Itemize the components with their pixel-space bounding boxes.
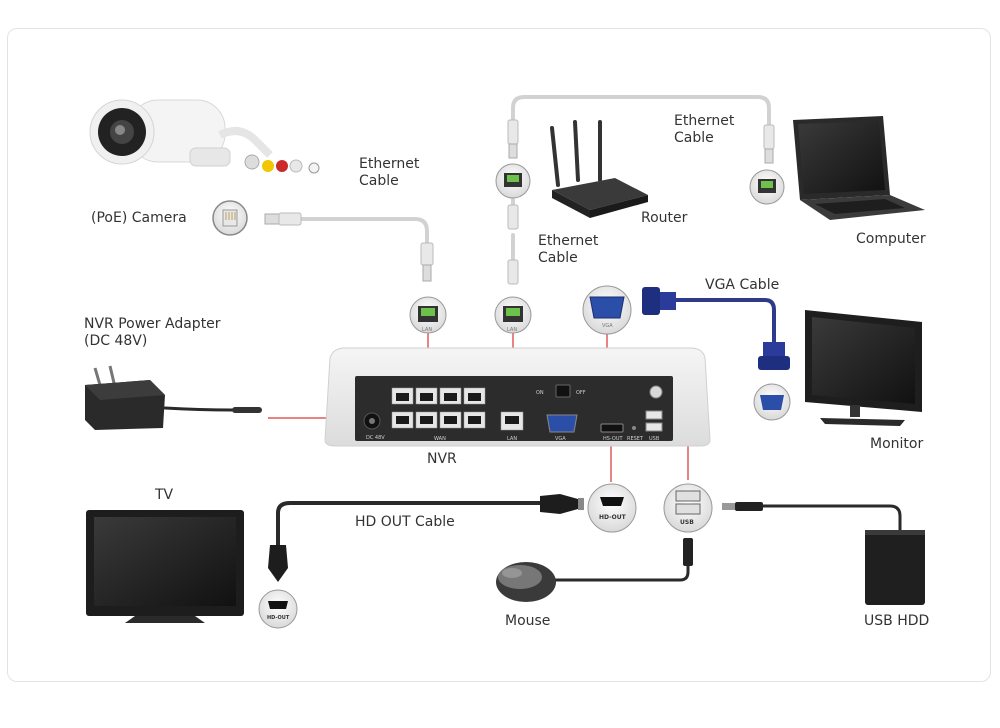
hdmi-port-icon-tv <box>258 589 298 629</box>
rj45-plug-icon <box>212 200 248 236</box>
black-cables <box>163 298 902 582</box>
hdmi-plug-icon <box>268 494 584 582</box>
router-ethernet-plugs <box>507 119 519 285</box>
vga-cable-label: VGA Cable <box>705 277 780 293</box>
usb-port-icon <box>663 483 713 533</box>
laptop-computer-icon <box>793 116 925 220</box>
lan-port-icon-router <box>495 163 531 199</box>
nvr-wan-label: WAN <box>434 436 446 442</box>
monitor-icon <box>805 310 922 426</box>
lan-circle-label-1: LAN <box>422 327 432 333</box>
lan-port-icon-computer <box>749 169 785 205</box>
ethernet-cable-label-camera: Ethernet Cable <box>359 156 420 189</box>
ethernet-cable-label-top: Ethernet Cable <box>674 113 735 146</box>
usb-plug-icons <box>683 502 763 566</box>
tv-label: TV <box>155 487 174 503</box>
mouse-cable <box>550 564 690 582</box>
usb-circle-label: USB <box>680 519 694 526</box>
mouse-icon <box>496 562 556 602</box>
nvr-lan-label: LAN <box>507 436 517 442</box>
hd-out-cable-label: HD OUT Cable <box>355 514 455 530</box>
monitor-label: Monitor <box>870 436 924 452</box>
ethernet-cable-label-middle: Ethernet Cable <box>538 233 599 266</box>
nvr-dc-label: DC 48V <box>366 435 385 441</box>
lan-circle-label-2: LAN <box>507 327 517 333</box>
nvr-label: NVR <box>427 451 457 467</box>
hdmi-port-icon-nvr <box>587 483 637 533</box>
nvr-hsout-label: HS-OUT <box>603 436 623 442</box>
usb-hdd-icon <box>865 530 925 605</box>
vga-plug-icon <box>642 287 790 370</box>
power-cable <box>163 406 234 412</box>
vga-port-icon <box>582 285 632 335</box>
vga-circle-label: VGA <box>602 323 613 329</box>
diagram-frame <box>7 28 991 682</box>
hd-out-circle-label: HD-OUT <box>599 514 627 521</box>
lan-port-icon-nvr <box>494 296 532 334</box>
hd-out-cable <box>276 501 542 547</box>
tv-hd-out-label: HD-OUT <box>267 615 290 621</box>
hdd-cable <box>761 504 902 532</box>
computer-ethernet-plug <box>763 124 775 164</box>
nvr-on-label: ON <box>536 390 544 396</box>
nvr-power-adapter-label: NVR Power Adapter (DC 48V) <box>84 316 221 349</box>
monitor-vga-port-icon <box>753 383 791 421</box>
poe-camera-icon <box>89 99 320 174</box>
ethernet-plug-icon <box>264 212 434 282</box>
vga-cable <box>674 298 776 347</box>
nvr-usb-label: USB <box>649 436 660 442</box>
router-computer-ethernet-cable <box>511 95 771 127</box>
router-label: Router <box>641 210 688 226</box>
router-icon <box>550 120 648 218</box>
mouse-label: Mouse <box>505 613 551 629</box>
nvr-reset-label: RESET <box>627 436 644 442</box>
power-adapter-icon <box>85 365 262 430</box>
camera-ethernet-cable <box>298 217 429 247</box>
tv-icon <box>86 510 244 623</box>
nvr-off-label: OFF <box>576 390 586 396</box>
poe-camera-label: (PoE) Camera <box>91 210 187 226</box>
computer-label: Computer <box>856 231 926 247</box>
lan-port-icon-camera <box>409 296 447 334</box>
nvr-vga-label: VGA <box>555 436 566 442</box>
nvr-icon <box>324 347 711 447</box>
usb-hdd-label: USB HDD <box>864 613 930 629</box>
